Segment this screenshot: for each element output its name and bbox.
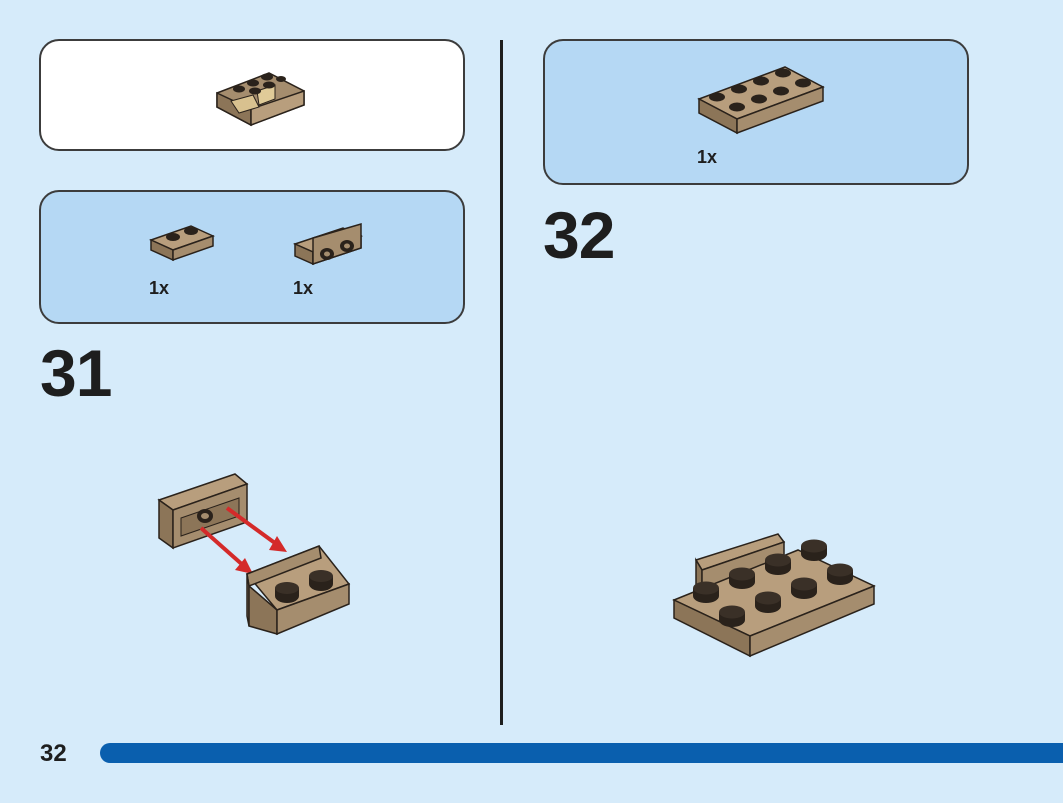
plate-2x4-icon [697,66,825,135]
step31-assembly-illustration [157,473,351,636]
part-quantity: 1x [149,278,170,298]
arrow-icon [199,506,287,574]
part-quantity: 1x [697,147,718,167]
plate-1x2-icon [148,225,216,262]
step32-assembly-illustration [672,533,876,658]
subassembly-model-icon [216,72,305,127]
step31-parts-callout: 1x 1x [39,190,465,324]
step31-number: 31 [40,336,112,410]
step32-number: 32 [543,198,615,272]
subassembly-preview-panel [39,39,465,151]
part-quantity: 1x [293,278,314,298]
step-divider [500,40,503,725]
progress-bar [100,743,1063,763]
step32-parts-callout: 1x [543,39,969,185]
bracket-1x2-icon [292,223,364,266]
page-number: 32 [40,740,67,767]
